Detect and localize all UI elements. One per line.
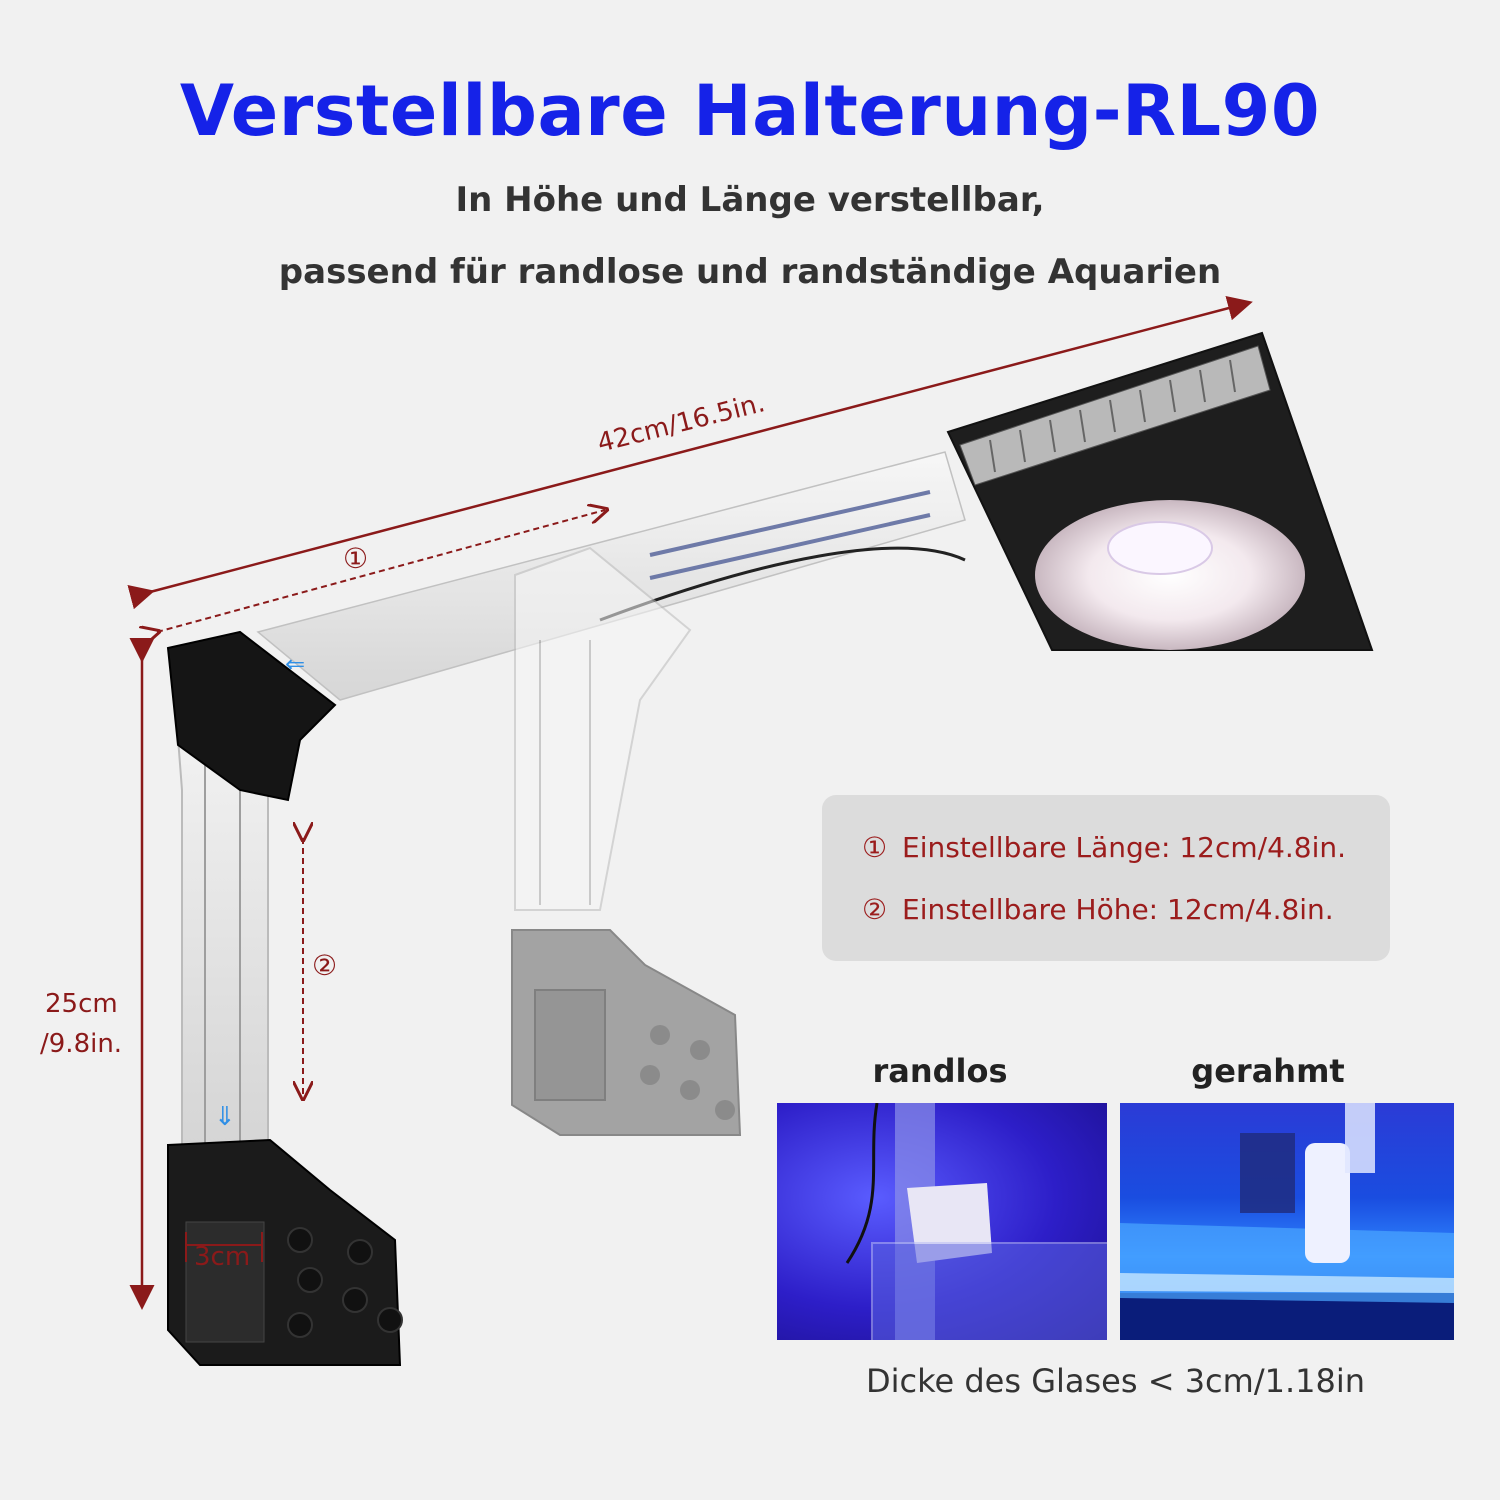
page-title: Verstellbare Halterung-RL90 [179,70,1321,152]
subtitle-line-1: In Höhe und Länge verstellbar, [455,180,1045,220]
photo-label-randlos: randlos [872,1052,1008,1090]
info-item-height: ② Einstellbare Höhe: 12cm/4.8in. [862,893,1334,926]
info-item-marker: ② [862,893,888,926]
subtitle-line-2: passend für randlose und randständige Aq… [278,252,1222,292]
total-length-label: 42cm/16.5in. [594,388,767,459]
bracket-elbow [166,630,337,802]
adjust-length-line [157,510,605,632]
height-label-line2: /9.8in. [40,1029,122,1059]
info-item-marker: ① [862,831,888,864]
photo-randlos [777,1103,1107,1340]
info-item-text: Einstellbare Höhe: 12cm/4.8in. [902,893,1334,926]
elbow-arrow-icon: ⇐ [285,650,305,678]
adjust-height-marker: ② [312,949,337,982]
info-item-text: Einstellbare Länge: 12cm/4.8in. [902,831,1347,864]
lamp-heatsink [959,345,1271,486]
down-arrow-icon: ⇓ [214,1102,236,1132]
bracket-ghost [514,546,692,911]
heatsink-fins [989,359,1236,473]
arm-slot-2 [649,513,931,580]
arm-slot-1 [649,490,931,557]
info-item-length: ① Einstellbare Länge: 12cm/4.8in. [862,831,1346,864]
glass-thickness-note: Dicke des Glases < 3cm/1.18in [865,1362,1366,1400]
clamp-ghost [511,929,742,1136]
photo-label-gerahmt: gerahmt [1191,1052,1345,1090]
photo-gerahmt [1120,1103,1454,1340]
info-box: ① Einstellbare Länge: 12cm/4.8in. ② Einste… [822,795,1390,961]
clamp-width-label: 3cm [194,1242,250,1272]
power-cable [599,546,966,622]
clamp-slot [185,1221,265,1343]
clamp-screws [287,1227,403,1338]
lamp-led-core [1107,521,1213,575]
lamp-light [1035,500,1305,650]
height-label-line1: 25cm [45,989,118,1019]
adjust-length-marker: ① [343,542,368,575]
